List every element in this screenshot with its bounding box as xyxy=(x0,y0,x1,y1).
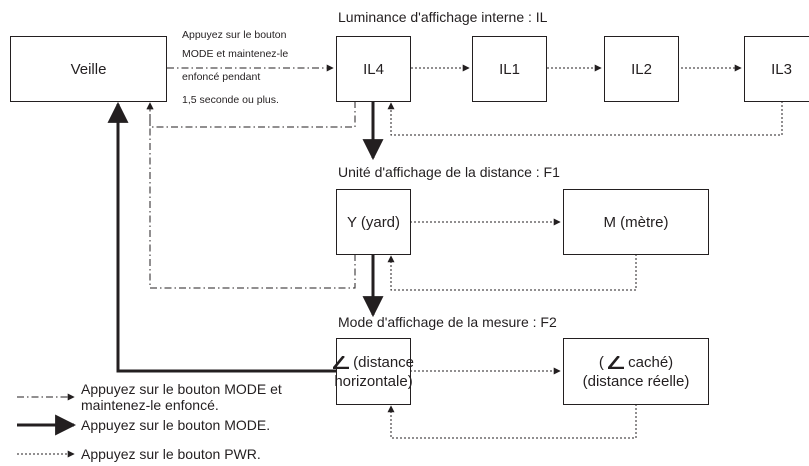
il3-to-il4-return xyxy=(387,101,783,136)
hold-note-line1: Appuyez sur le bouton xyxy=(182,29,287,41)
il3-label: IL3 xyxy=(771,60,792,78)
f2-section-title: Mode d'affichage de la mesure : F2 xyxy=(338,314,557,330)
yard-to-veille-return xyxy=(146,102,356,289)
real-line1: ( caché) xyxy=(583,353,690,372)
metre-label: M (mètre) xyxy=(603,213,669,231)
il3-box: IL3 xyxy=(744,36,809,102)
horizontal-line2: horizontale) xyxy=(334,372,413,390)
hold-note-line4: 1,5 seconde ou plus. xyxy=(182,94,279,106)
il2-label: IL2 xyxy=(631,60,652,78)
yard-label: Y (yard) xyxy=(346,213,401,231)
veille-box: Veille xyxy=(10,36,167,102)
legend-hold-mode-line2: maintenez-le enfoncé. xyxy=(81,397,219,413)
real-line1-open: ( xyxy=(598,353,604,371)
angle-icon xyxy=(607,356,624,370)
hold-note-line3: enfoncé pendant xyxy=(182,71,261,83)
il4-label: IL4 xyxy=(363,60,384,78)
legend-hold-mode-line1: Appuyez sur le bouton MODE et xyxy=(81,381,282,397)
legend-press-pwr: Appuyez sur le bouton PWR. xyxy=(81,446,261,462)
il4-box: IL4 xyxy=(336,36,411,102)
hold-note-line2: MODE et maintenez-le xyxy=(182,48,289,60)
real-to-horizontal-return xyxy=(387,404,637,439)
metre-box: M (mètre) xyxy=(563,189,709,255)
metre-to-yard-return xyxy=(387,254,637,291)
il2-box: IL2 xyxy=(604,36,679,102)
real-line1-rest: caché) xyxy=(628,353,674,371)
horizontal-distance-text: (distance horizontale) xyxy=(332,353,415,391)
veille-label: Veille xyxy=(70,60,107,78)
yard-box: Y (yard) xyxy=(336,189,411,255)
f1-section-title: Unité d'affichage de la distance : F1 xyxy=(338,164,560,180)
real-line2: (distance réelle) xyxy=(582,372,690,390)
horizontal-line1-text: (distance xyxy=(353,353,415,371)
horizontal-line1: (distance xyxy=(332,353,415,372)
il1-box: IL1 xyxy=(472,36,547,102)
il1-label: IL1 xyxy=(499,60,520,78)
il-section-title: Luminance d'affichage interne : IL xyxy=(338,9,548,25)
real-distance-text: ( caché) (distance réelle) xyxy=(583,353,690,391)
legend-press-mode: Appuyez sur le bouton MODE. xyxy=(81,417,271,433)
horizontal-distance-box: (distance horizontale) xyxy=(332,338,415,405)
horizontal-to-veille-return xyxy=(107,101,336,373)
real-distance-box: ( caché) (distance réelle) xyxy=(563,338,709,405)
angle-icon xyxy=(332,356,349,370)
